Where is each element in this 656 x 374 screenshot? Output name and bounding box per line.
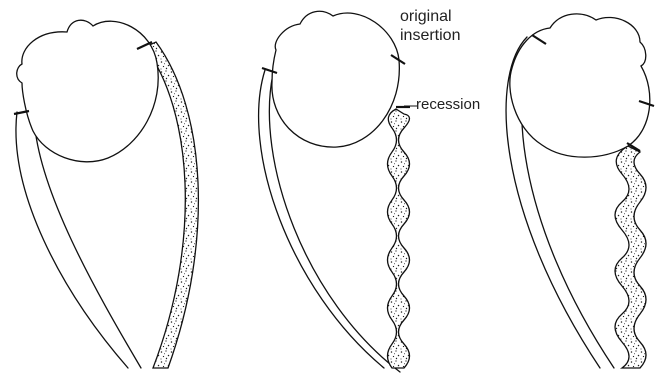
panel-1 [14, 20, 198, 368]
panel-2 [259, 11, 410, 372]
panel-2-eyeball [272, 11, 399, 147]
panel-2-right-muscle-stippled [388, 109, 410, 368]
panel-1-eyeball [17, 20, 158, 162]
recession-label: recession [416, 96, 480, 113]
panel-3-eyeball [510, 14, 650, 157]
panel-3 [506, 14, 654, 368]
original-insertion-label: original insertion [400, 7, 460, 45]
panel-3-right-muscle-stippled [615, 146, 646, 368]
